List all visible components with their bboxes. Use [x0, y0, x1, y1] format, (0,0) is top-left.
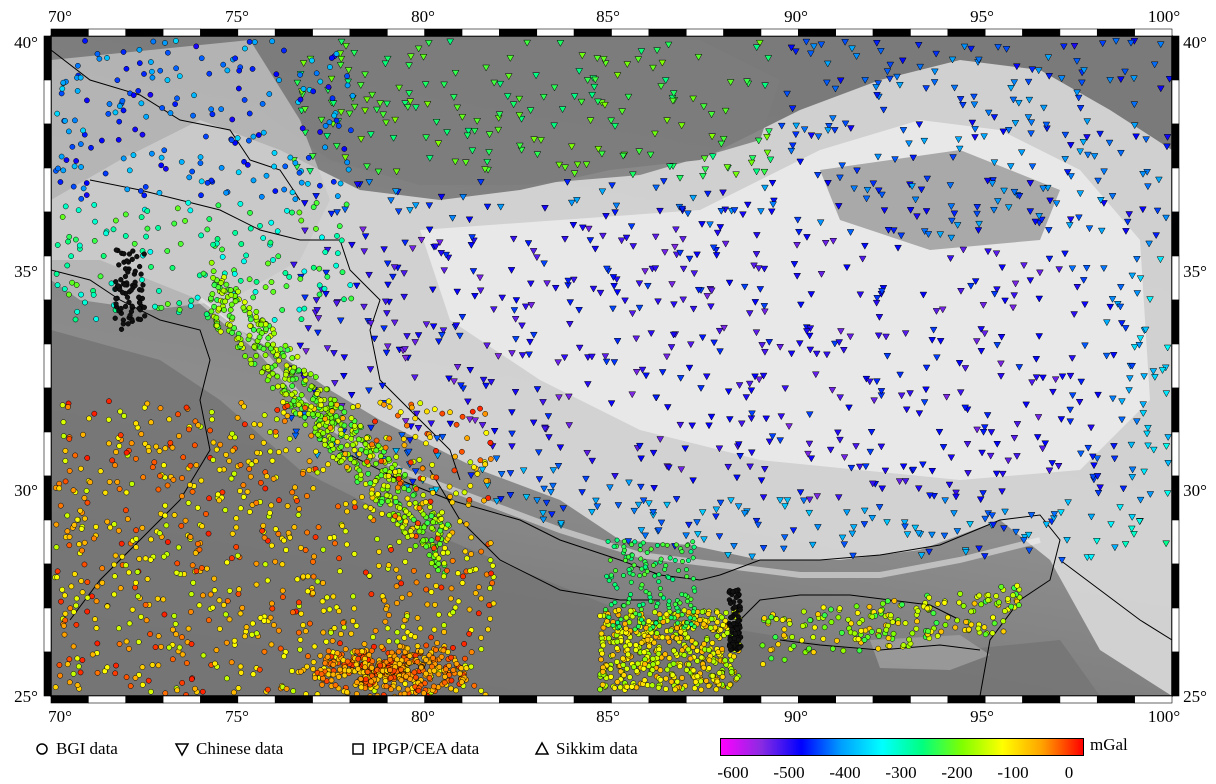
legend-sikkim-label: Sikkim data [556, 739, 638, 758]
gravity-stations [52, 38, 1172, 696]
lat-tick-left-40: 40° [14, 33, 38, 52]
lon-tick-bottom-95: 95° [970, 707, 994, 726]
colorbar-tick--400: -400 [829, 763, 861, 782]
inverted-triangle-icon [174, 743, 190, 757]
colorbar-tick--600: -600 [717, 763, 749, 782]
lat-tick-left-35: 35° [14, 262, 38, 281]
legend-bgi-label: BGI data [56, 739, 118, 758]
circle-icon [36, 743, 48, 755]
legend-chinese-label: Chinese data [196, 739, 284, 758]
triangle-icon [534, 741, 550, 755]
qaidam-basin-relief [820, 150, 1060, 250]
tarim-basin-relief [250, 40, 780, 185]
gravity-anomaly-map: 70° 75° 80° 85° 90° 95° 100° 70° 75° 80°… [14, 7, 1207, 726]
lon-tick-bottom-85: 85° [596, 707, 620, 726]
lat-tick-right-40: 40° [1183, 33, 1207, 52]
legend-chinese: Chinese data [174, 736, 283, 762]
colorbar-tick--100: -100 [997, 763, 1029, 782]
colorbar-tick-0: 0 [1064, 763, 1074, 782]
lat-tick-left-30: 30° [14, 481, 38, 500]
shillong-plateau-relief [870, 635, 990, 670]
colorbar-tick--500: -500 [773, 763, 805, 782]
colorbar-unit: mGal [1090, 735, 1128, 754]
lon-tick-top-100: 100° [1148, 7, 1180, 26]
lon-tick-bottom-80: 80° [411, 707, 435, 726]
lon-tick-bottom-90: 90° [784, 707, 808, 726]
lon-tick-bottom-100: 100° [1148, 707, 1180, 726]
lat-tick-left-25: 25° [14, 687, 38, 706]
colorbar-tick--300: -300 [885, 763, 917, 782]
lat-tick-right-25: 25° [1183, 687, 1207, 706]
colorbar-tick--200: -200 [941, 763, 973, 782]
lon-tick-top-70: 70° [48, 7, 72, 26]
lon-tick-top-75: 75° [225, 7, 249, 26]
lon-tick-bottom-75: 75° [225, 707, 249, 726]
legend-sikkim: Sikkim data [534, 736, 638, 762]
legend-ipgp-label: IPGP/CEA data [372, 739, 480, 758]
lon-tick-top-85: 85° [596, 7, 620, 26]
gangetic-plain-relief [51, 330, 1100, 696]
square-icon [352, 743, 364, 755]
frame-checker-border [43, 28, 1180, 704]
legend-bgi: BGI data [34, 736, 118, 762]
lon-tick-top-80: 80° [411, 7, 435, 26]
lon-tick-bottom-70: 70° [48, 707, 72, 726]
lon-tick-top-90: 90° [784, 7, 808, 26]
lat-tick-right-30: 30° [1183, 481, 1207, 500]
lon-tick-top-95: 95° [970, 7, 994, 26]
colorbar [720, 738, 1084, 756]
lat-tick-right-35: 35° [1183, 262, 1207, 281]
legend-ipgp: IPGP/CEA data [350, 736, 479, 762]
